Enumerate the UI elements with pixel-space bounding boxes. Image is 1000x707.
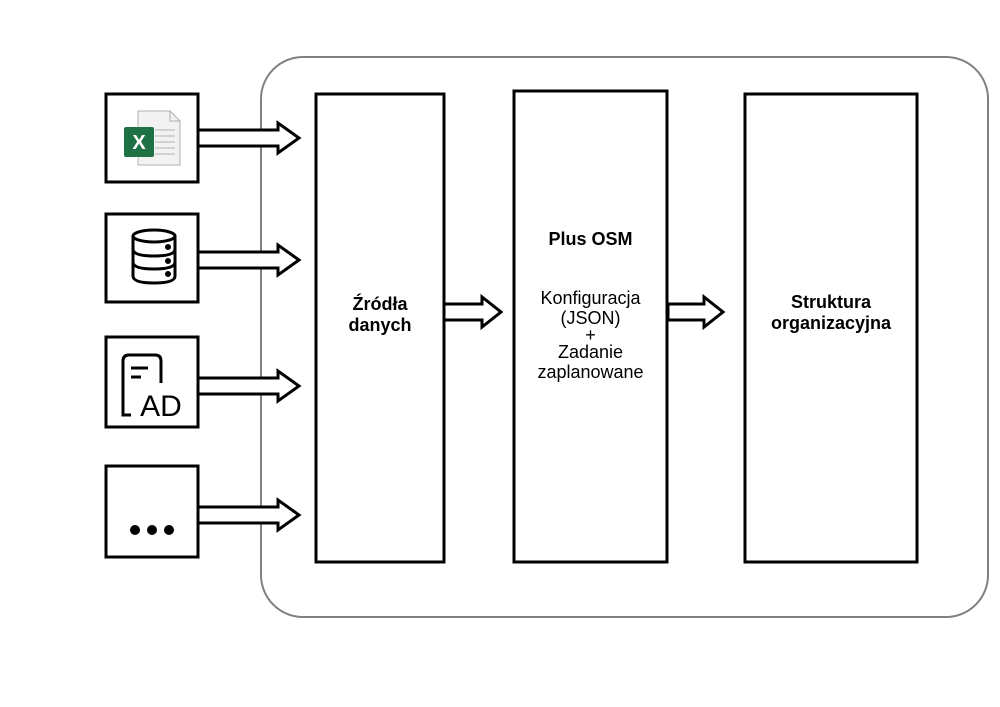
plus-osm-line2: (JSON) [560, 308, 621, 328]
sources-block-label: Źródła danych [316, 294, 444, 336]
active-directory-icon: AD [121, 353, 182, 423]
source-ad: AD [104, 335, 200, 429]
plus-osm-line1: Konfiguracja [540, 288, 641, 308]
arrow-more [196, 497, 302, 533]
arrow-database [196, 242, 302, 278]
source-excel: X [104, 92, 200, 184]
arrow-sources-to-osm [442, 293, 504, 331]
system-container [260, 56, 989, 618]
plus-osm-line4: Zadanie [557, 342, 624, 362]
arrow-ad [196, 368, 302, 404]
plus-osm-title: Plus OSM [548, 229, 633, 249]
more-icon [130, 525, 174, 535]
database-icon [131, 228, 177, 285]
structure-block [743, 92, 919, 564]
sources-block-line2: danych [348, 315, 412, 335]
structure-block-label: Struktura organizacyjna [745, 292, 917, 334]
svg-text:X: X [132, 132, 146, 154]
structure-block-line2: organizacyjna [770, 313, 892, 333]
source-more [104, 464, 200, 559]
excel-file-icon: X [124, 110, 181, 166]
structure-block-line1: Struktura [790, 292, 871, 312]
arrow-osm-to-structure [666, 293, 726, 331]
sources-block [314, 92, 446, 564]
plus-osm-line5: zaplanowane [537, 362, 644, 382]
sources-block-line1: Źródła [352, 294, 408, 314]
plus-osm-line3: + [585, 325, 596, 345]
plus-osm-description: Konfiguracja (JSON) + Zadanie zaplanowan… [514, 288, 667, 382]
arrow-excel [196, 120, 302, 156]
plus-osm-block [512, 89, 669, 564]
source-database [104, 212, 200, 304]
svg-text:AD: AD [140, 390, 182, 423]
